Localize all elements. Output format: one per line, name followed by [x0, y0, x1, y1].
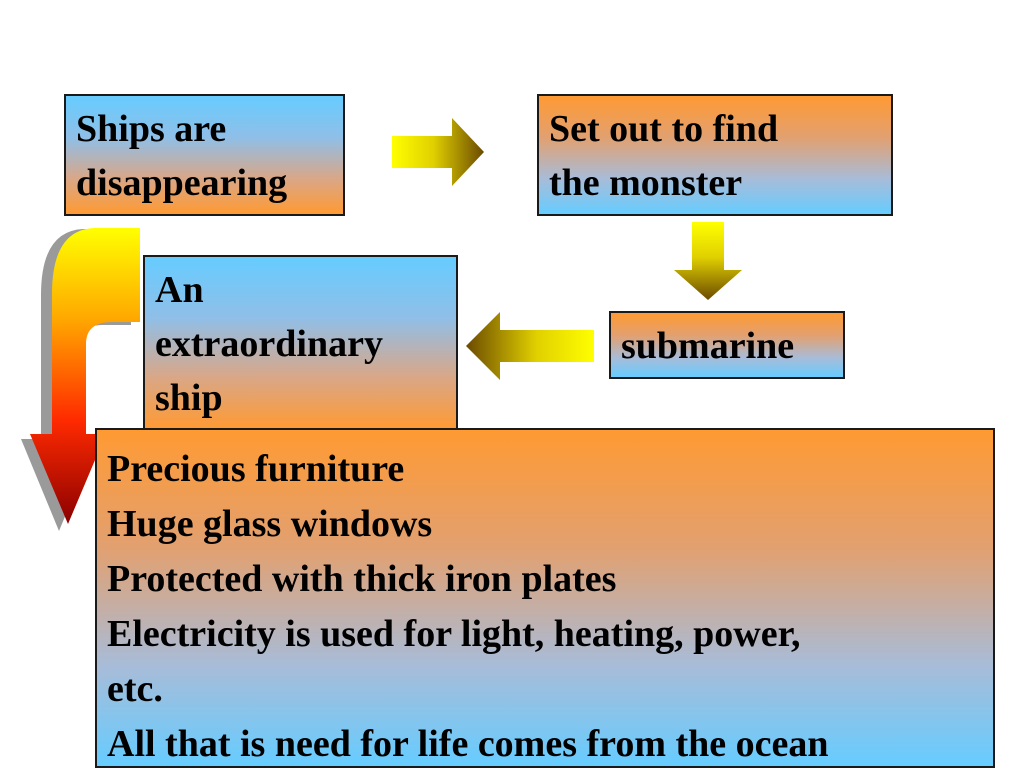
box-text-line: disappearing: [76, 162, 288, 204]
extraordinary-ship-box: An extraordinary ship: [143, 255, 458, 431]
ships-disappearing-box: Ships are disappearing: [64, 94, 345, 216]
box-text-line: submarine: [621, 325, 795, 367]
detail-line: Electricity is used for light, heating, …: [107, 613, 801, 655]
submarine-details-box: Precious furniture Huge glass windows Pr…: [95, 428, 995, 768]
detail-line: Precious furniture: [107, 448, 405, 490]
set-out-box: Set out to find the monster: [537, 94, 893, 216]
box-text-line: the monster: [549, 162, 743, 204]
box-text-line: Set out to find: [549, 108, 779, 150]
down-arrow-icon: [674, 222, 742, 300]
submarine-box: submarine: [609, 311, 845, 379]
curved-down-arrow-icon: [21, 228, 140, 531]
detail-line: Huge glass windows: [107, 503, 433, 545]
box-text-line: extraordinary: [155, 323, 383, 365]
box-text-line: Ships are: [76, 108, 227, 150]
box-text-line: An: [155, 269, 204, 311]
detail-line: All that is need for life comes from the…: [107, 723, 829, 765]
detail-line: etc.: [107, 668, 163, 710]
box-text-line: ship: [155, 377, 223, 419]
right-arrow-icon: [392, 118, 484, 186]
detail-line: Protected with thick iron plates: [107, 558, 617, 600]
left-arrow-icon: [466, 312, 594, 380]
